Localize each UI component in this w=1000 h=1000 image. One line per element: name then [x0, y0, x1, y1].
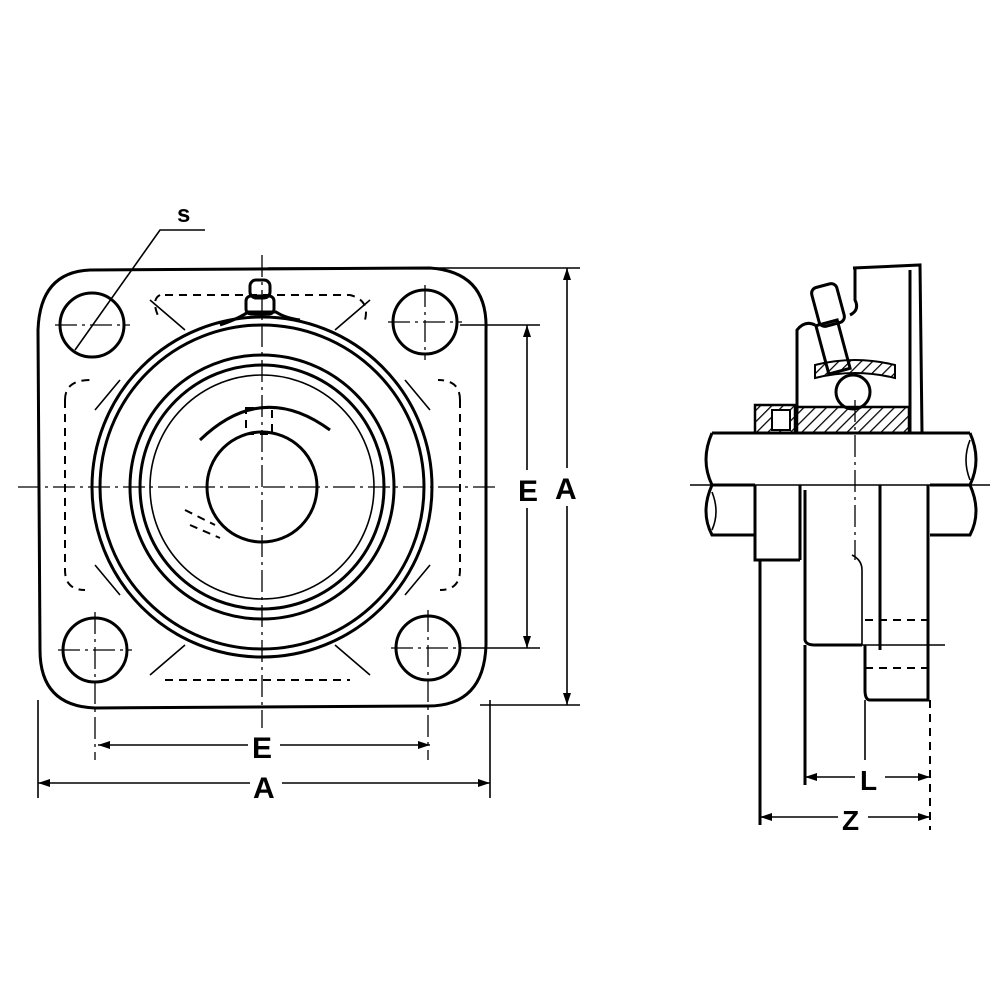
shaft	[704, 431, 978, 537]
dim-z: Z	[842, 805, 859, 836]
dim-a-horizontal: A	[253, 772, 275, 805]
dim-e-vertical: E	[518, 475, 538, 508]
hole-label: s	[177, 201, 190, 228]
housing-body	[753, 485, 930, 825]
ball	[834, 373, 872, 411]
front-view: s E A E A	[18, 201, 583, 805]
hole-leader	[74, 229, 205, 351]
side-view: L Z	[690, 263, 990, 836]
dim-l: L	[860, 765, 877, 796]
hidden-outline	[64, 294, 461, 681]
dim-e-horizontal: E	[252, 732, 272, 765]
flange-outline	[36, 266, 488, 710]
inner-ring	[795, 405, 911, 435]
dim-a-vertical: A	[555, 473, 577, 506]
